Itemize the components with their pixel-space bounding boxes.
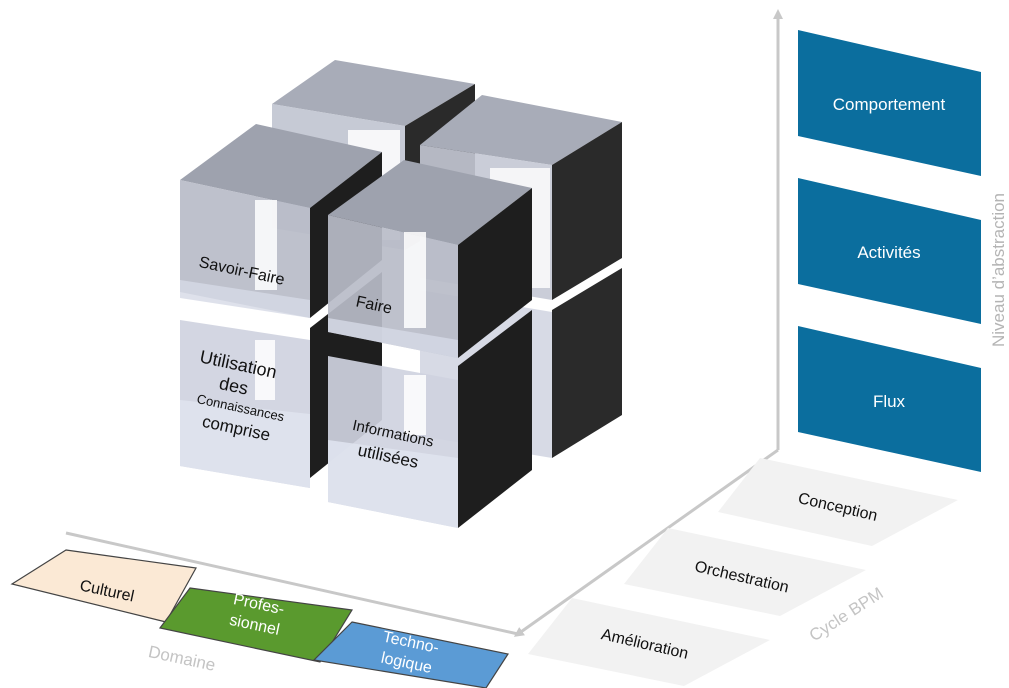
abstraction-axis-label: Niveau d’abstraction	[989, 193, 1008, 347]
cube-faire: Faire	[328, 160, 532, 358]
domaine-professionnel: Profes- sionnel	[158, 587, 353, 663]
level-label: Flux	[873, 392, 906, 411]
phase-orchestration: Orchestration	[624, 528, 866, 616]
level-label: Activités	[857, 243, 920, 262]
domaine-culturel: Culturel	[10, 549, 197, 623]
abstraction-levels: Comportement Activités Flux Niveau d’abs…	[798, 30, 1008, 472]
bpm-axis-arrow	[513, 448, 779, 637]
level-comportement: Comportement	[798, 30, 981, 176]
bpm-phases: Conception Orchestration Amélioration Cy…	[528, 458, 958, 686]
level-flux: Flux	[798, 326, 981, 472]
level-activites: Activités	[798, 178, 981, 324]
domaine-technologique: Techno- logique	[312, 621, 509, 688]
cube-utilisation: Utilisation des Connaissances comprise	[180, 272, 382, 488]
knowledge-cube: Savoir-Faire Utilisation des Connaissanc…	[180, 60, 622, 528]
phase-amelioration: Amélioration	[528, 598, 770, 686]
phase-conception: Conception	[718, 458, 958, 546]
axes	[65, 9, 783, 637]
cube-savoir-faire: Savoir-Faire	[180, 124, 382, 318]
level-label: Comportement	[833, 95, 946, 114]
cube-informations: Informations utilisées	[328, 310, 532, 528]
domaine-panels: Culturel Profes- sionnel Techno- logique…	[10, 549, 509, 688]
domaine-axis-line	[65, 531, 519, 636]
domaine-axis-label: Domaine	[147, 642, 218, 675]
